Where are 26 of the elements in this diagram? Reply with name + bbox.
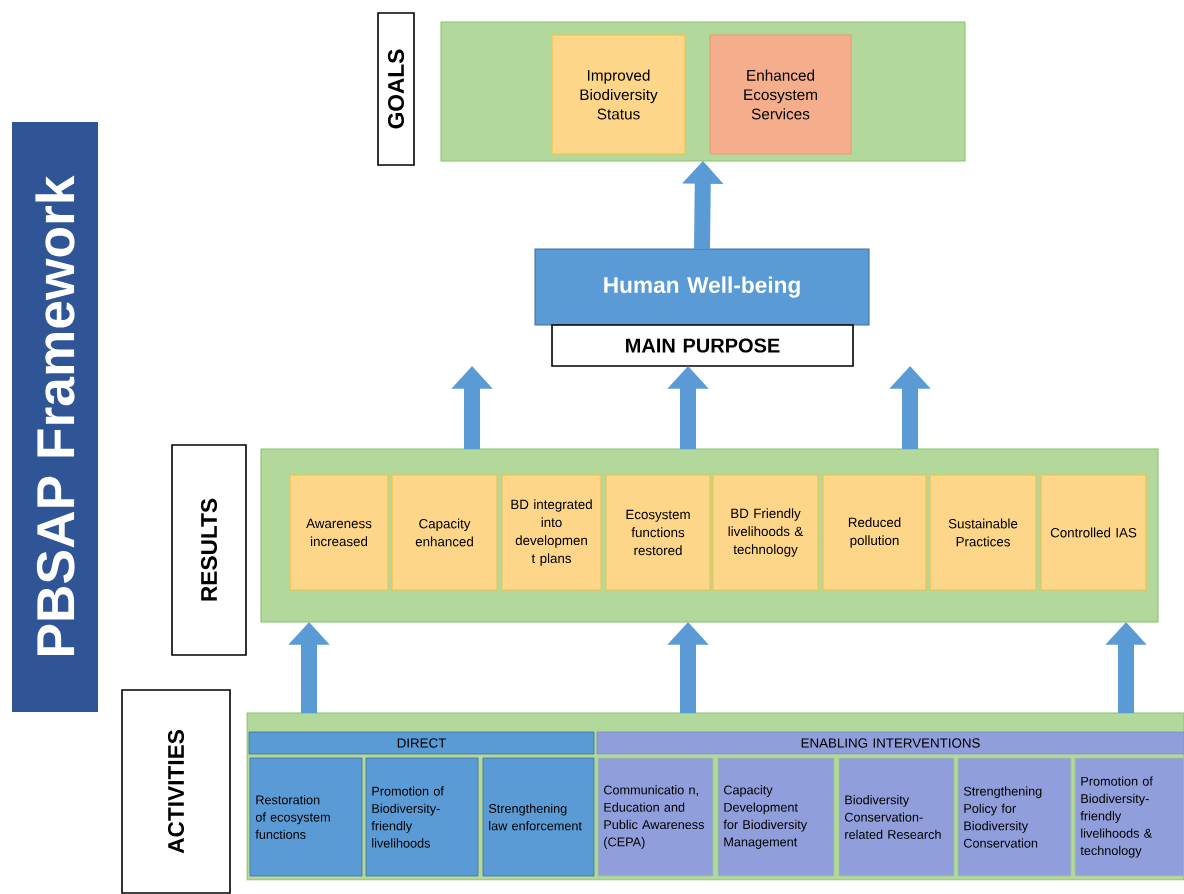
activity-box: Strengthening law enforcement — [482, 757, 595, 877]
result-box: Awareness increased — [289, 474, 389, 591]
activity-box: Restoration of ecosystem functions — [249, 757, 363, 877]
header-bar: DIRECT — [248, 731, 595, 755]
header-bar: ENABLING INTERVENTIONS — [596, 731, 1184, 755]
activity-box: Promotion of Biodiversity-friendly livelihoods & technology — [1074, 757, 1184, 877]
title-banner: PBSAP Framework — [12, 122, 98, 712]
goal-box: Enhanced Ecosystem Services — [709, 34, 852, 155]
result-box: Capacity enhanced — [391, 474, 498, 591]
result-box: Reduced pollution — [822, 474, 927, 591]
activity-box: Biodiversity Conservation-related Research — [838, 757, 955, 877]
purpose-box: Human Well-being — [534, 248, 870, 326]
result-box: Ecosystem functions restored — [605, 474, 711, 591]
result-box: BD integrated into developmen t plans — [501, 474, 602, 591]
activity-box: Promotion of Biodiversity-friendly livelihoods — [365, 757, 479, 877]
goal-box: Improved Biodiversity Status — [551, 34, 686, 155]
purpose-label: MAIN PURPOSE — [551, 324, 854, 367]
side-label: GOALS — [377, 12, 415, 166]
side-label: RESULTS — [171, 444, 247, 656]
activity-box: Strengthening Policy for Biodiversity Conservation — [957, 757, 1072, 877]
result-box: BD Friendly livelihoods & technology — [712, 474, 819, 591]
activity-box: Communicatio n, Education and Public Awareness (CEPA) — [597, 757, 714, 877]
result-box: Sustainable Practices — [929, 474, 1037, 591]
result-box: Controlled IAS — [1040, 474, 1147, 591]
side-label: ACTIVITIES — [121, 689, 231, 894]
activity-box: Capacity Development for Biodiversity Management — [717, 757, 835, 877]
